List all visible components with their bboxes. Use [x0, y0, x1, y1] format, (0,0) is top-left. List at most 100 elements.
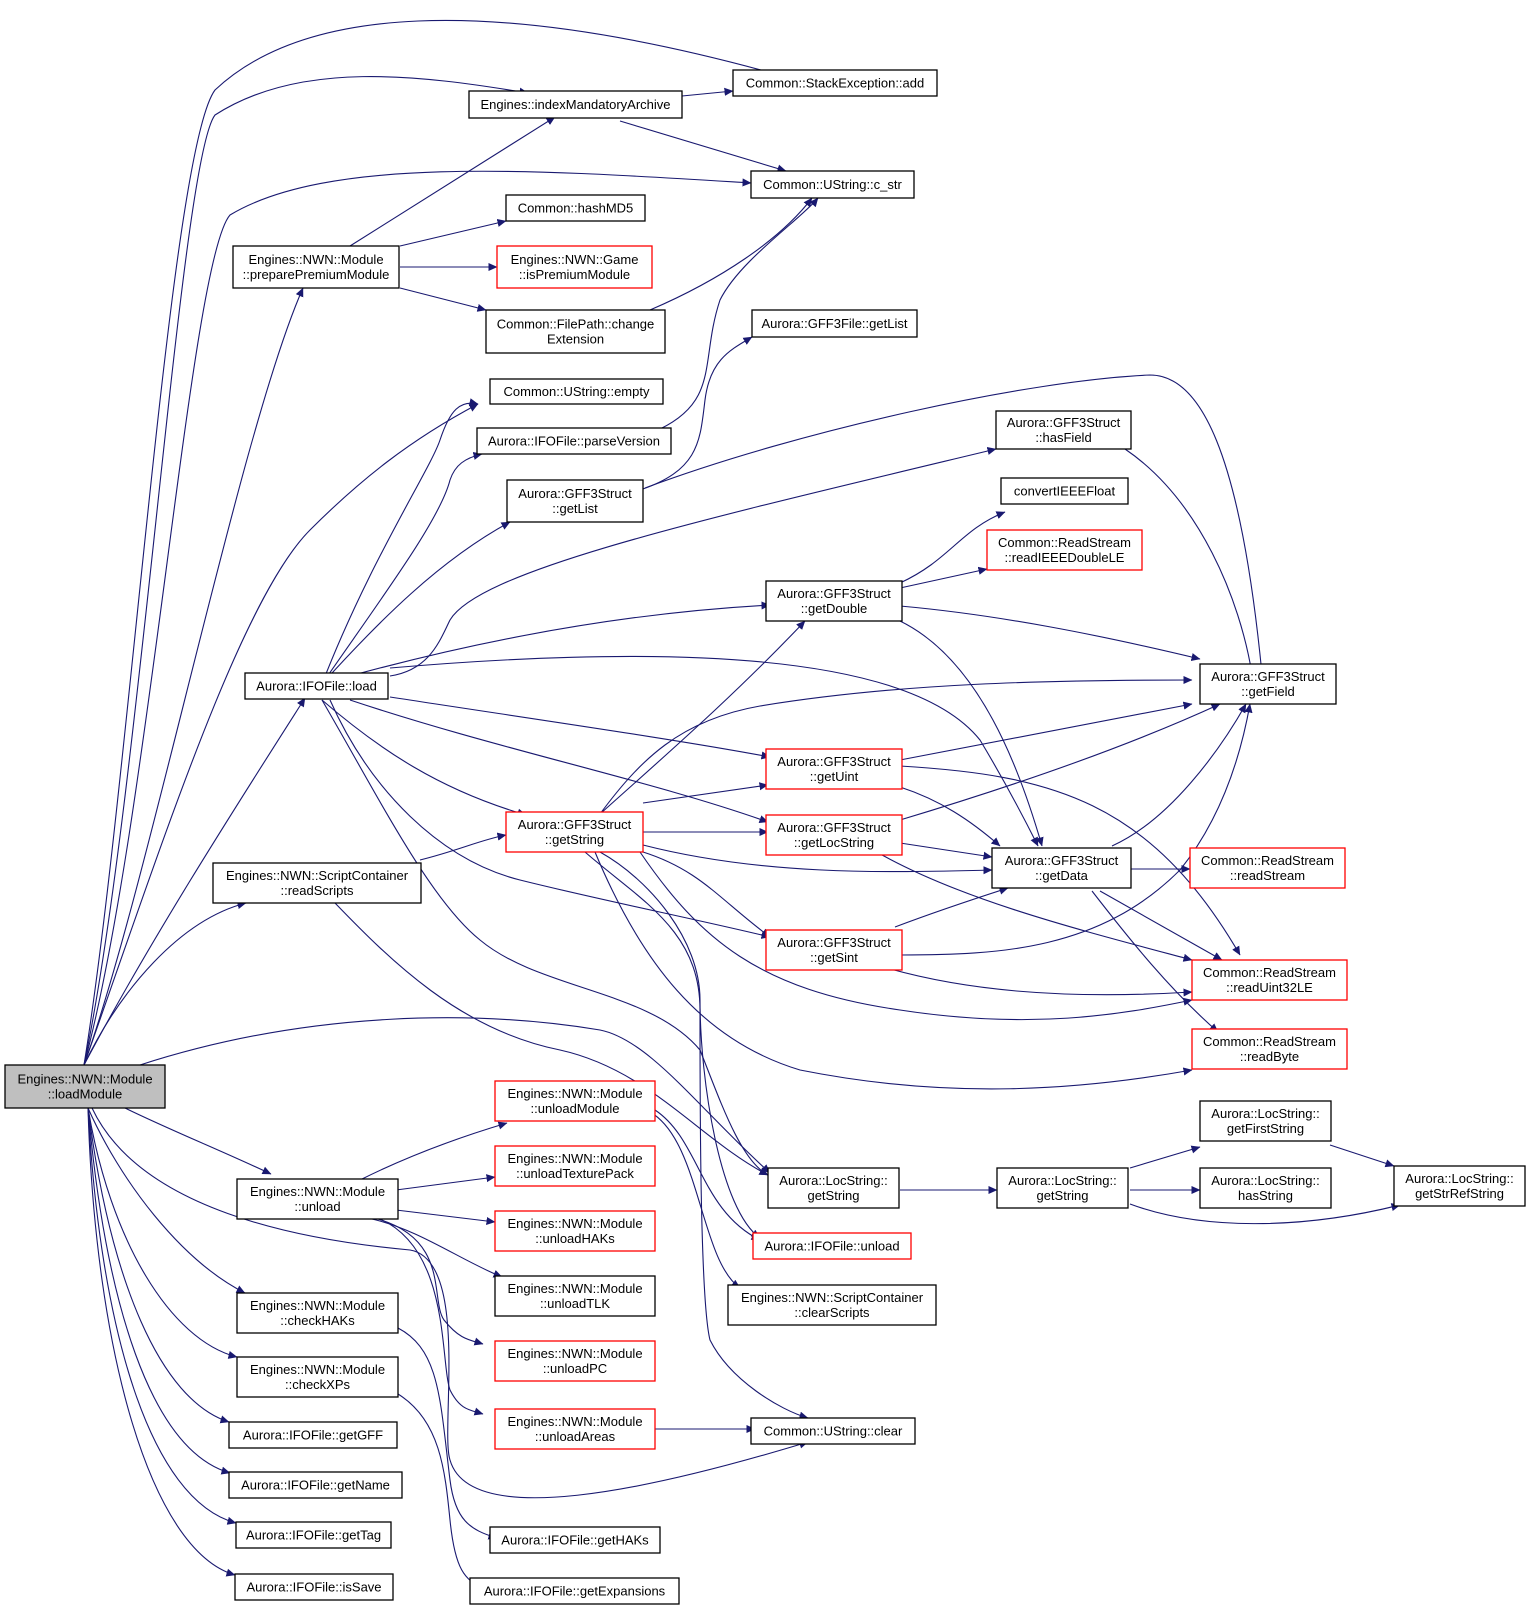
- node-label-line: Common::UString::empty: [504, 384, 650, 399]
- node-read-scripts[interactable]: Engines::NWN::ScriptContainer::readScrip…: [212, 862, 422, 904]
- node-ustr-empty[interactable]: Common::UString::empty: [489, 378, 664, 405]
- node-label-line: Aurora::GFF3Struct: [518, 817, 632, 832]
- node-label-line: ::checkHAKs: [280, 1313, 355, 1328]
- node-gff3-file-get-list[interactable]: Aurora::GFF3File::getList: [751, 309, 918, 338]
- edge-getfirststring-getstrrefstring: [1329, 1144, 1395, 1168]
- node-get-expansions[interactable]: Aurora::IFOFile::getExpansions: [469, 1577, 680, 1605]
- node-label-line: Engines::NWN::Module: [507, 1414, 642, 1429]
- node-get-name[interactable]: Aurora::IFOFile::getName: [228, 1471, 403, 1499]
- edge-unload-unloadpc: [377, 1218, 484, 1346]
- node-box: [1000, 477, 1129, 505]
- node-label-line: Aurora::GFF3Struct: [777, 586, 891, 601]
- node-loc-get-string1[interactable]: Aurora::LocString::getString: [767, 1167, 900, 1209]
- node-label-line: Aurora::IFOFile::getGFF: [243, 1428, 383, 1443]
- node-box: [468, 90, 683, 119]
- node-check-x-ps[interactable]: Engines::NWN::Module::checkXPs: [236, 1356, 399, 1398]
- node-unload-p-c[interactable]: Engines::NWN::Module::unloadPC: [494, 1340, 656, 1382]
- node-clear-scripts[interactable]: Engines::NWN::ScriptContainer::clearScri…: [727, 1284, 937, 1326]
- node-unload-texture[interactable]: Engines::NWN::Module::unloadTexturePack: [494, 1145, 656, 1187]
- node-box: [991, 847, 1132, 889]
- node-box: [234, 1573, 394, 1601]
- node-label-line: Aurora::GFF3Struct: [777, 935, 891, 950]
- node-get-g-f-f[interactable]: Aurora::IFOFile::getGFF: [228, 1421, 398, 1449]
- edge-ifoload-hasfield: [389, 447, 997, 677]
- node-label-line: Aurora::IFOFile::getHAKs: [501, 1533, 649, 1548]
- node-is-save[interactable]: Aurora::IFOFile::isSave: [234, 1573, 394, 1601]
- node-index-mandatory[interactable]: Engines::indexMandatoryArchive: [468, 90, 683, 119]
- node-ifo-load[interactable]: Aurora::IFOFile::load: [244, 672, 389, 700]
- edge-getstring-ustrclear: [584, 851, 809, 1420]
- node-hash-m-d5[interactable]: Common::hashMD5: [505, 194, 646, 222]
- node-label-line: Engines::NWN::Module: [507, 1216, 642, 1231]
- node-unload-module[interactable]: Engines::NWN::Module::unloadModule: [494, 1080, 656, 1122]
- node-get-double[interactable]: Aurora::GFF3Struct::getDouble: [765, 580, 903, 622]
- edge-ifoload-getlocstring: [349, 699, 769, 823]
- node-get-sint[interactable]: Aurora::GFF3Struct::getSint: [765, 929, 903, 971]
- node-read-stream[interactable]: Common::ReadStream::readStream: [1189, 847, 1346, 889]
- edge-loadmodule-readscripts: [83, 901, 247, 1066]
- edge-locgetstring2-getfirststring: [1129, 1145, 1201, 1169]
- node-label-line: Aurora::LocString::: [1405, 1171, 1513, 1186]
- node-get-loc-string[interactable]: Aurora::GFF3Struct::getLocString: [765, 814, 903, 856]
- node-read-uint32[interactable]: Common::ReadStream::readUint32LE: [1191, 959, 1348, 1001]
- node-box: [494, 1275, 656, 1317]
- node-label-line: ::getString: [545, 832, 604, 847]
- node-struct-get-list[interactable]: Aurora::GFF3Struct::getList: [506, 479, 644, 523]
- node-box: [1199, 663, 1337, 705]
- node-has-string[interactable]: Aurora::LocString::hasString: [1199, 1167, 1332, 1209]
- node-unload-h-a-ks[interactable]: Engines::NWN::Module::unloadHAKs: [494, 1210, 656, 1252]
- node-label-line: Engines::NWN::ScriptContainer: [741, 1290, 924, 1305]
- node-label-line: ::readStream: [1230, 868, 1305, 883]
- node-label-line: ::unloadHAKs: [535, 1231, 615, 1246]
- edge-getuint-readuint32: [899, 765, 1241, 956]
- node-get-data[interactable]: Aurora::GFF3Struct::getData: [991, 847, 1132, 889]
- node-unload-t-l-k[interactable]: Engines::NWN::Module::unloadTLK: [494, 1275, 656, 1317]
- node-label-line: ::getData: [1035, 868, 1089, 883]
- node-is-premium[interactable]: Engines::NWN::Game::isPremiumModule: [496, 245, 653, 289]
- node-stack-add[interactable]: Common::StackException::add: [732, 69, 938, 97]
- node-label-line: Aurora::GFF3File::getList: [762, 316, 908, 331]
- function-nodes: Engines::NWN::Module::loadModuleCommon::…: [4, 69, 1526, 1605]
- node-cstr[interactable]: Common::UString::c_str: [750, 170, 915, 199]
- node-label-line: convertIEEEFloat: [1014, 484, 1116, 499]
- node-ustr-clear[interactable]: Common::UString::clear: [750, 1417, 916, 1445]
- node-label-line: Engines::NWN::Module: [250, 1298, 385, 1313]
- node-has-field[interactable]: Aurora::GFF3Struct::hasField: [995, 410, 1132, 450]
- node-load-module[interactable]: Engines::NWN::Module::loadModule: [4, 1064, 166, 1109]
- node-box: [235, 1521, 392, 1549]
- node-label-line: Common::UString::c_str: [763, 177, 902, 192]
- node-get-first-string[interactable]: Aurora::LocString::getFirstString: [1199, 1100, 1332, 1142]
- node-label-line: Engines::NWN::Module: [507, 1346, 642, 1361]
- edge-getstring-readbyte: [594, 851, 1193, 1090]
- edge-structgetlist-getfield: [644, 374, 1266, 675]
- node-read-byte[interactable]: Common::ReadStream::readByte: [1191, 1028, 1348, 1070]
- node-label-line: Common::hashMD5: [518, 201, 634, 216]
- node-label-line: Aurora::IFOFile::unload: [764, 1239, 899, 1254]
- node-unload[interactable]: Engines::NWN::Module::unload: [236, 1178, 399, 1220]
- node-get-field[interactable]: Aurora::GFF3Struct::getField: [1199, 663, 1337, 705]
- node-get-tag[interactable]: Aurora::IFOFile::getTag: [235, 1521, 392, 1549]
- edge-loadmodule-indexmandatory: [83, 76, 529, 1066]
- node-label-line: ::isPremiumModule: [519, 267, 630, 282]
- node-get-uint[interactable]: Aurora::GFF3Struct::getUint: [765, 748, 903, 790]
- node-box: [489, 1526, 661, 1554]
- node-unload-areas[interactable]: Engines::NWN::Module::unloadAreas: [494, 1408, 656, 1450]
- edge-loadmodule-unload: [124, 1107, 272, 1175]
- edge-getdouble-convertieee: [899, 511, 1006, 584]
- node-read-i-e-e-e-double[interactable]: Common::ReadStream::readIEEEDoubleLE: [986, 529, 1143, 571]
- node-convert-i-e-e-e[interactable]: convertIEEEFloat: [1000, 477, 1129, 505]
- edge-unloadmodule-clearscripts: [649, 1111, 741, 1289]
- node-box: [476, 427, 672, 455]
- node-box: [228, 1471, 403, 1499]
- node-check-h-a-ks[interactable]: Engines::NWN::Module::checkHAKs: [236, 1292, 399, 1334]
- node-get-h-a-ks[interactable]: Aurora::IFOFile::getHAKs: [489, 1526, 661, 1554]
- node-loc-get-string2[interactable]: Aurora::LocString::getString: [996, 1167, 1129, 1209]
- node-get-str-ref-string[interactable]: Aurora::LocString::getStrRefString: [1393, 1165, 1526, 1207]
- node-ifo-unload[interactable]: Aurora::IFOFile::unload: [752, 1232, 912, 1260]
- node-label-line: Engines::NWN::ScriptContainer: [226, 868, 409, 883]
- node-parse-version[interactable]: Aurora::IFOFile::parseVersion: [476, 427, 672, 455]
- node-get-string-s[interactable]: Aurora::GFF3Struct::getString: [505, 811, 644, 853]
- node-prepare-premium[interactable]: Engines::NWN::Module::preparePremiumModu…: [232, 245, 400, 289]
- node-label-line: ::preparePremiumModule: [243, 267, 390, 282]
